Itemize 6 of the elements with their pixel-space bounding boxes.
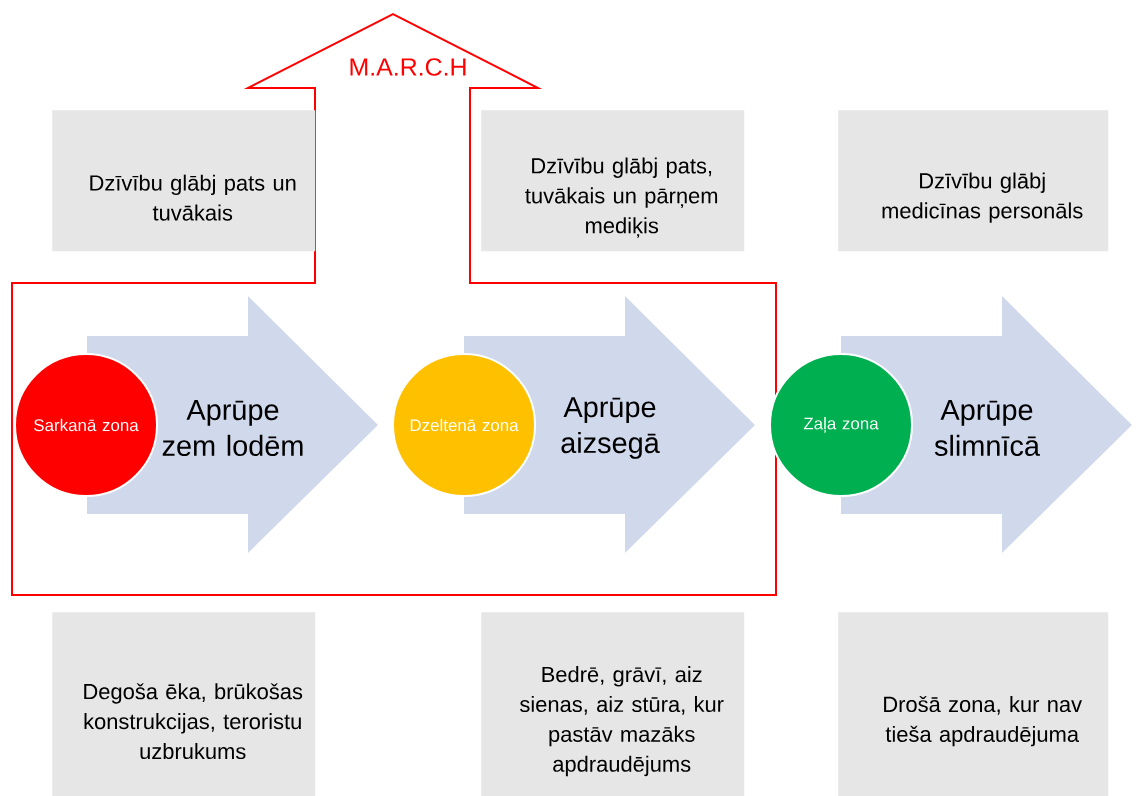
info-box: Dzīvību glābj pats un tuvākais: [52, 110, 316, 252]
info-box: Bedrē, grāvī, aiz sienas, aiz stūra, kur pastāv mazāks apdraudējums: [481, 612, 745, 796]
info-box: Drošā zona, kur nav tieša apdraudējuma: [838, 612, 1109, 796]
info-box: Degoša ēka, brūkošas konstrukcijas, teroristu uzbrukums: [52, 612, 316, 796]
info-box: Dzīvību glābj pats, tuvākais un pārņem mediķis: [481, 110, 745, 252]
info-box: Dzīvību glābj medicīnas personāls: [838, 110, 1109, 252]
